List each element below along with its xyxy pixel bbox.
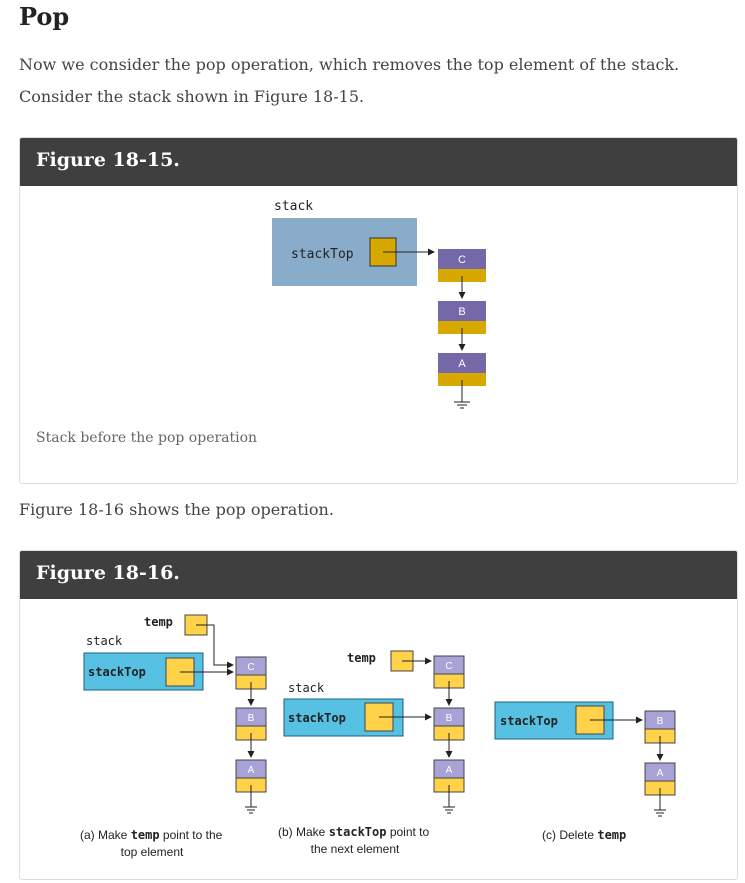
node-b-label: B bbox=[248, 713, 255, 724]
intro-paragraph: Now we consider the pop operation, which… bbox=[19, 55, 680, 106]
temp-label: temp bbox=[144, 615, 173, 629]
figure-body: temp stack stackTop C B bbox=[20, 599, 737, 879]
node-a-label: A bbox=[657, 768, 664, 779]
stacktop-label: stackTop bbox=[500, 714, 558, 728]
caption-line-1: (a) Make temp point to the bbox=[80, 828, 223, 842]
node-c-label: C bbox=[458, 254, 466, 266]
stack-label: stack bbox=[86, 634, 123, 648]
panel-c: stackTop B A (c) bbox=[494, 701, 676, 842]
stacktop-label: stackTop bbox=[291, 247, 354, 262]
node-c-link bbox=[438, 269, 486, 282]
caption-line-1: (c) Delete temp bbox=[542, 828, 626, 842]
caption-text: (b) Make bbox=[278, 825, 329, 839]
middle-paragraph: Figure 18-16 shows the pop operation. bbox=[19, 500, 334, 519]
panel-b: temp stack stackTop C B bbox=[278, 650, 465, 856]
node-b-info bbox=[438, 301, 486, 321]
caption-text: (c) Delete bbox=[542, 828, 597, 842]
caption-text: point to bbox=[386, 825, 429, 839]
figure-18-15: Figure 18-15. stack stackTop C B bbox=[19, 137, 738, 484]
panel-a: temp stack stackTop C B bbox=[80, 614, 267, 859]
node-a-label: A bbox=[458, 358, 466, 370]
node-c-info bbox=[438, 249, 486, 269]
node-a-info bbox=[438, 353, 486, 373]
node-b-link bbox=[438, 321, 486, 334]
caption-code: stackTop bbox=[329, 825, 387, 839]
node-c-label: C bbox=[247, 662, 254, 673]
stack-label: stack bbox=[274, 199, 313, 214]
caption-line-1: (b) Make stackTop point to bbox=[278, 825, 430, 839]
null-ground-icon bbox=[454, 380, 470, 409]
stacktop-label: stackTop bbox=[88, 665, 146, 679]
node-b-label: B bbox=[446, 713, 453, 724]
figure-title: Figure 18-16. bbox=[20, 551, 737, 599]
stack-diagram: stack stackTop C B A bbox=[272, 199, 486, 409]
null-ground-icon bbox=[245, 785, 257, 814]
caption-line-2: top element bbox=[121, 845, 184, 859]
figure-caption: Stack before the pop operation bbox=[36, 430, 258, 446]
node-c-label: C bbox=[445, 661, 452, 672]
caption-text: (a) Make bbox=[80, 828, 131, 842]
null-ground-icon bbox=[654, 788, 666, 817]
caption-text: point to the bbox=[160, 828, 223, 842]
page: Pop Now we consider the pop operation, w… bbox=[19, 2, 738, 880]
node-a-label: A bbox=[248, 765, 255, 776]
stacktop-label: stackTop bbox=[288, 711, 346, 725]
node-a-link bbox=[438, 373, 486, 386]
node-b-label: B bbox=[458, 306, 465, 318]
figure-title: Figure 18-15. bbox=[20, 138, 737, 186]
caption-code: temp bbox=[597, 828, 626, 842]
stack-label: stack bbox=[288, 681, 325, 695]
node-a-label: A bbox=[446, 765, 453, 776]
null-ground-icon bbox=[443, 785, 455, 814]
temp-arrow bbox=[196, 624, 234, 669]
figure-18-16: Figure 18-16. temp stack stackTop bbox=[19, 550, 738, 880]
node-b-label: B bbox=[657, 716, 664, 727]
caption-line-2: the next element bbox=[311, 842, 400, 856]
caption-code: temp bbox=[131, 828, 160, 842]
section-heading: Pop bbox=[19, 2, 70, 31]
temp-label: temp bbox=[347, 651, 376, 665]
figure-body: stack stackTop C B A bbox=[20, 186, 737, 483]
pop-diagram: temp stack stackTop C B bbox=[80, 614, 676, 859]
